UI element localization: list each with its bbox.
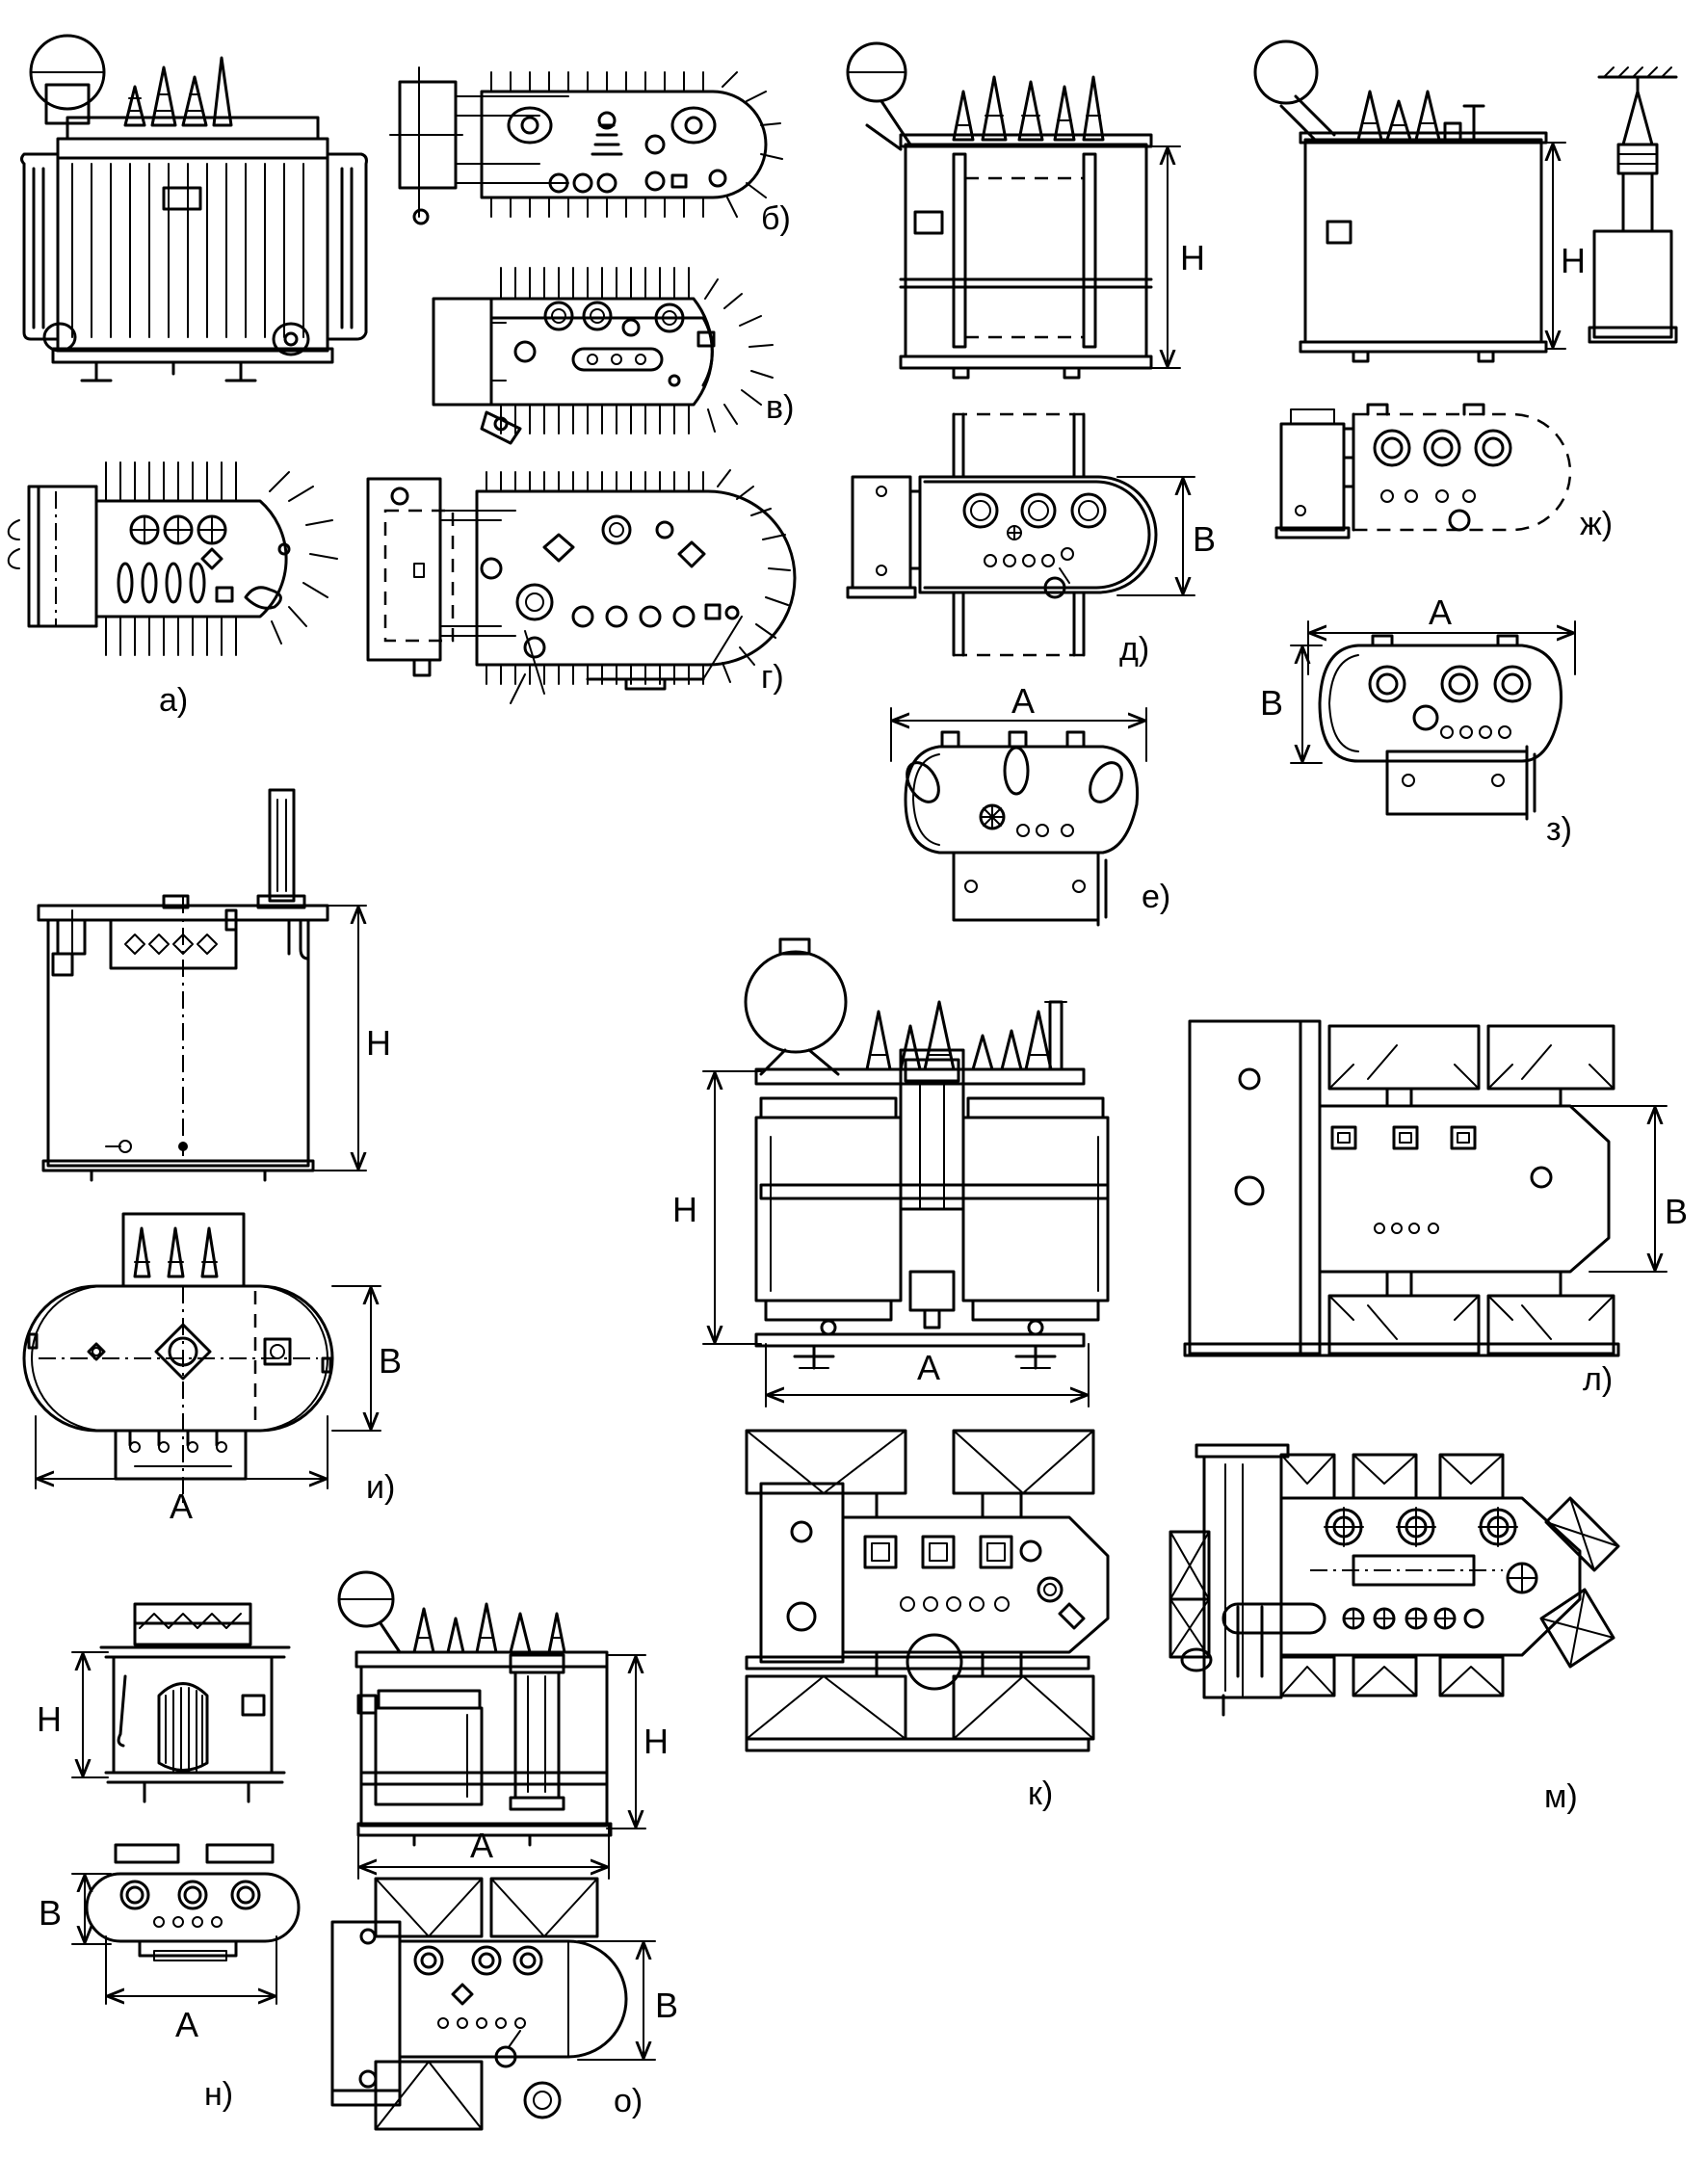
- caption-zh: ж): [1580, 506, 1613, 542]
- dim-label-height: H: [1180, 238, 1205, 277]
- drawing-zh-plan-view: [1274, 403, 1572, 539]
- drawing-o-front-view: H A: [337, 1570, 669, 1880]
- dimension-width-l: B: [1569, 1105, 1688, 1273]
- caption-l: л): [1583, 1361, 1613, 1398]
- dim-label-width-6: B: [655, 1986, 678, 2025]
- caption-z: з): [1546, 811, 1572, 848]
- drawing-n-plan-view: B A: [39, 1843, 301, 2044]
- dim-label-length-4: A: [917, 1348, 940, 1387]
- dim-label-length-6: A: [470, 1826, 493, 1865]
- caption-n: н): [204, 2076, 233, 2113]
- dimension-length-o: A: [357, 1825, 610, 1880]
- drawing-i-front-view: H: [37, 788, 391, 1182]
- caption-b: б): [761, 200, 791, 237]
- drawing-n-front-view: H: [37, 1602, 291, 1803]
- dimension-width-z: B: [1260, 645, 1323, 764]
- dim-label-width-2: B: [1260, 683, 1283, 723]
- drawing-k-front-view: H A: [672, 937, 1110, 1408]
- caption-g: г): [761, 659, 784, 696]
- dim-label-height-3: H: [366, 1023, 391, 1063]
- dimension-height-zh: H: [1546, 142, 1586, 350]
- dim-label-height-6: H: [643, 1722, 669, 1761]
- dim-label-width-5: B: [39, 1893, 62, 1933]
- dim-label-length-2: A: [1429, 592, 1452, 632]
- drawing-d-plan-view: B: [846, 412, 1216, 657]
- caption-o: о): [614, 2083, 643, 2119]
- drawing-e-plan-view: A: [890, 681, 1147, 927]
- dimension-width-n: B: [39, 1873, 112, 1945]
- drawing-v-plan-view: [432, 267, 774, 445]
- drawing-k-plan-view: [745, 1429, 1110, 1752]
- dim-label-height-5: H: [37, 1699, 62, 1739]
- dim-label-height-2: H: [1561, 241, 1586, 280]
- dim-label-length-3: A: [170, 1487, 193, 1526]
- dimension-height-o: H: [606, 1654, 669, 1829]
- dimension-length-z: A: [1307, 592, 1576, 675]
- caption-d: д): [1119, 631, 1149, 668]
- dimension-width-d: B: [1116, 476, 1216, 596]
- caption-e: е): [1142, 879, 1170, 915]
- dimension-length-n: A: [105, 1935, 277, 2044]
- drawing-b-plan-view: [389, 66, 783, 225]
- dim-label-width-4: B: [1665, 1192, 1688, 1231]
- dimension-length-e: A: [890, 681, 1147, 762]
- dimension-height-k: H: [672, 1070, 762, 1345]
- dim-label-length: A: [1011, 681, 1035, 721]
- dim-label-length-5: A: [175, 2005, 198, 2044]
- drawing-zh-front-view: H: [1253, 39, 1678, 363]
- dim-label-width-3: B: [379, 1341, 402, 1381]
- drawing-o-plan-view: B: [330, 1877, 678, 2131]
- drawing-a-plan-view: [7, 461, 338, 656]
- drawing-m-plan-view: [1169, 1443, 1620, 1717]
- dim-label-height-4: H: [672, 1190, 697, 1229]
- dimension-height-i: H: [312, 905, 391, 1171]
- drawing-z-plan-view: A B: [1260, 592, 1576, 821]
- drawing-l-plan-view: B: [1183, 1019, 1688, 1357]
- dimension-length-k: A: [765, 1343, 1090, 1408]
- drawing-d-front-view: H: [846, 41, 1205, 380]
- caption-i: и): [366, 1469, 395, 1506]
- drawing-i-plan-view: B A: [22, 1212, 402, 1526]
- caption-k: к): [1028, 1776, 1053, 1812]
- dimension-width-i: B: [331, 1285, 402, 1432]
- dimension-width-o: B: [577, 1940, 678, 2061]
- cooling-fins: [71, 163, 304, 338]
- caption-a: а): [159, 682, 188, 719]
- dim-label-width: B: [1193, 519, 1216, 559]
- caption-v: в): [766, 389, 794, 426]
- drawing-g-plan-view: [366, 469, 797, 704]
- caption-m: м): [1544, 1778, 1578, 1815]
- dimension-height-n: H: [37, 1651, 109, 1778]
- dimension-length-i: A: [35, 1415, 328, 1526]
- drawing-a-front-view: [20, 34, 368, 382]
- dimension-height-d: H: [1150, 145, 1205, 369]
